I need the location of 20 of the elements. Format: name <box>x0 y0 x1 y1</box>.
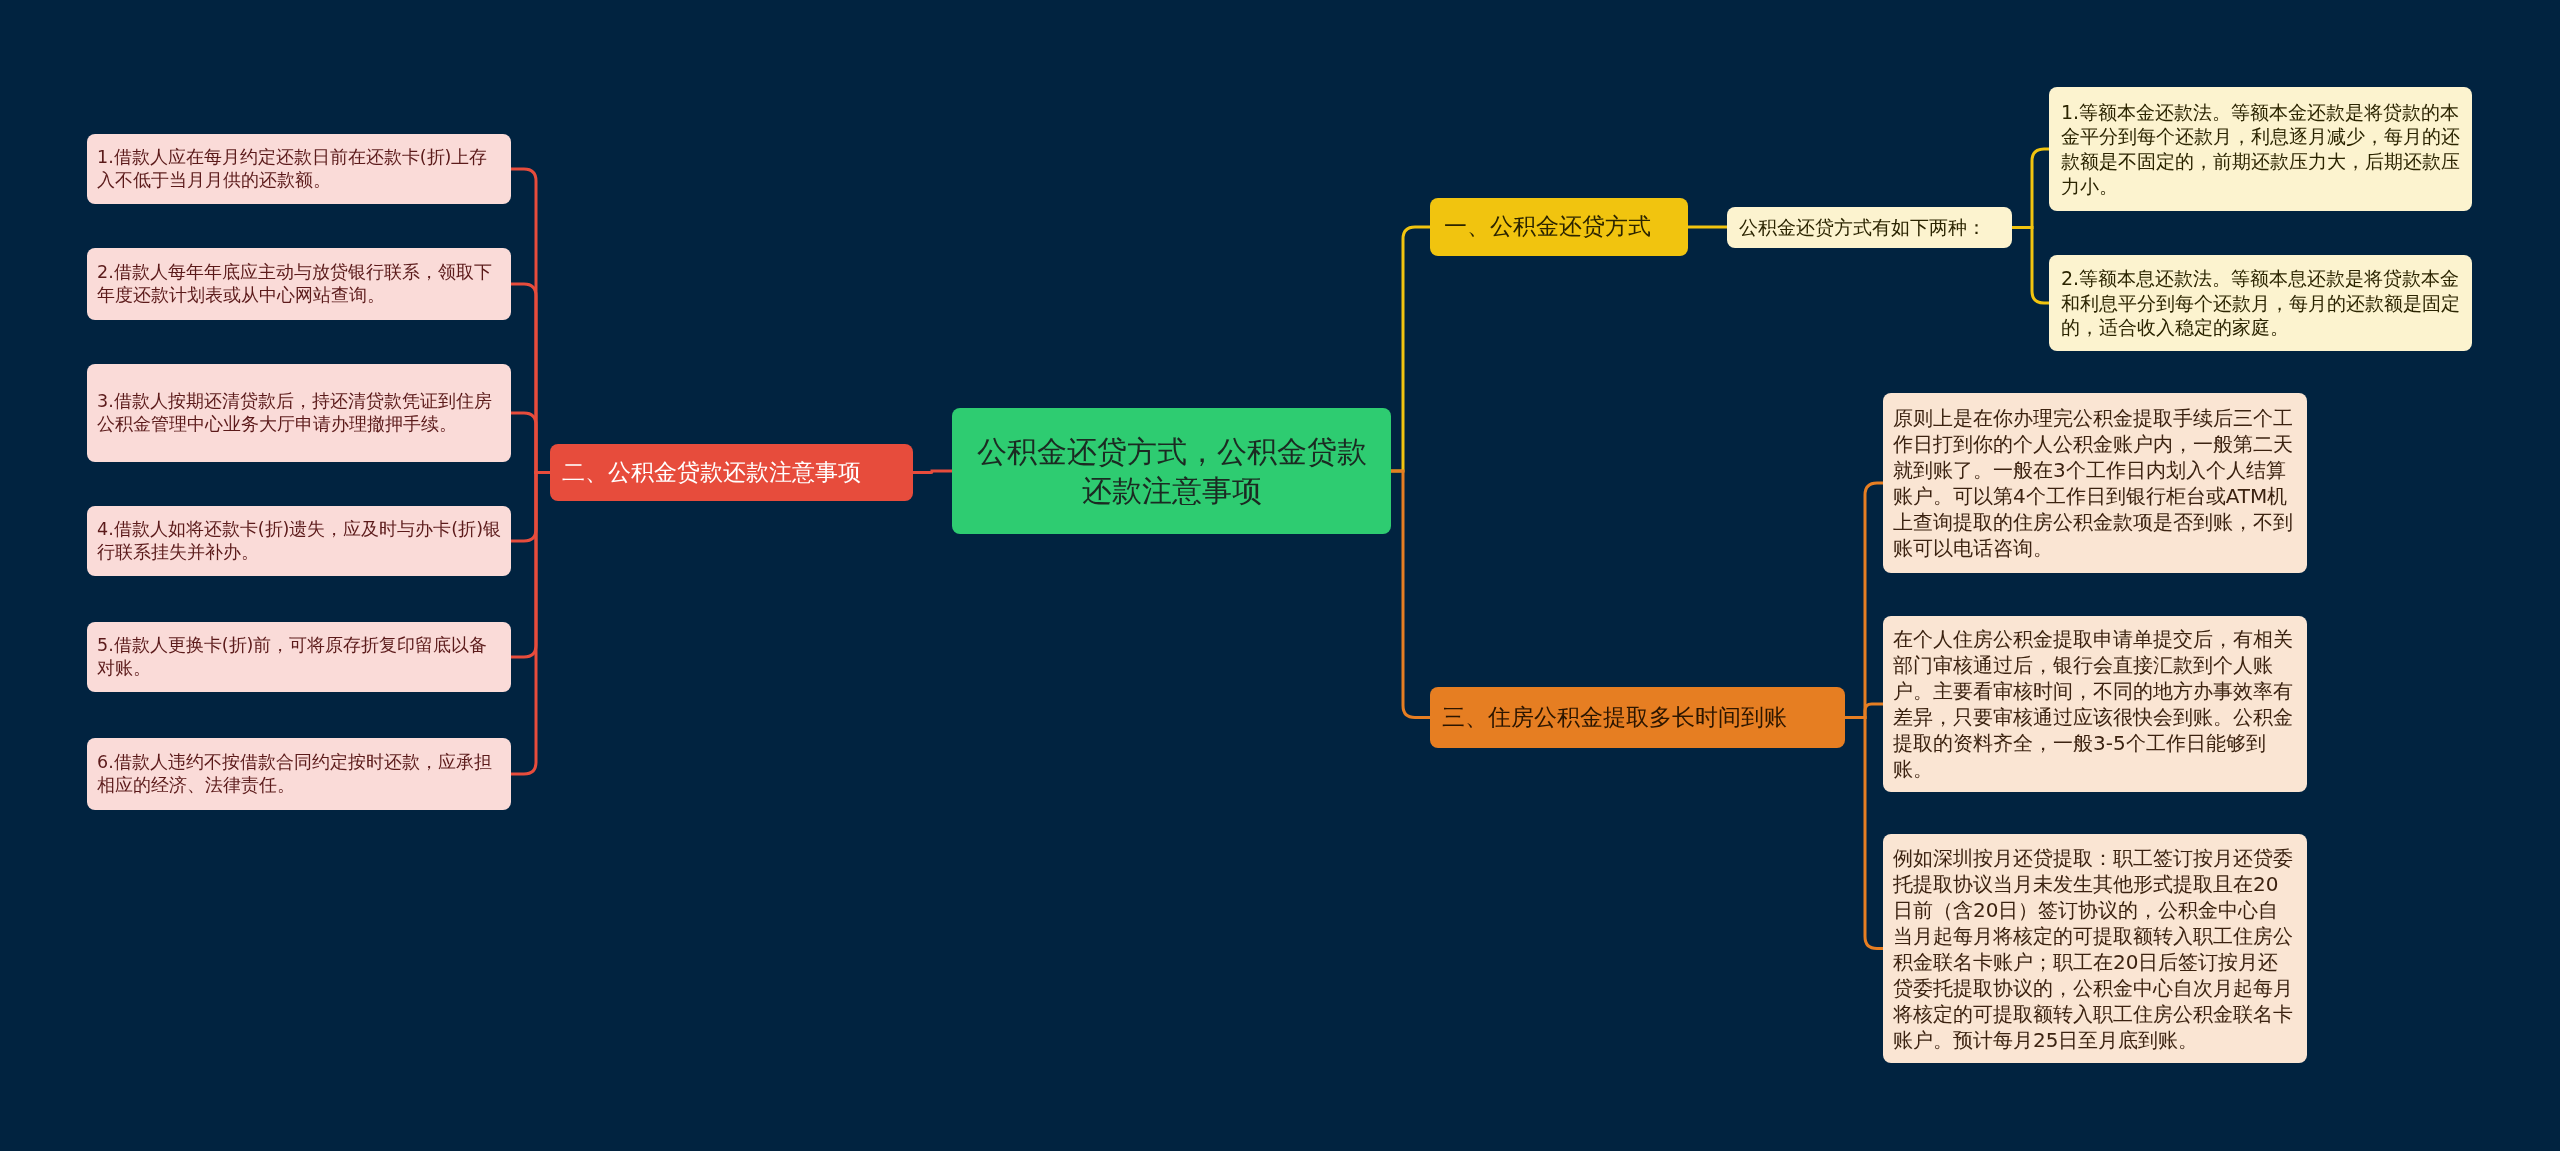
branch-box: 二、公积金贷款还款注意事项 <box>550 444 913 501</box>
connector-line <box>913 469 952 474</box>
note-box: 2.等额本息还款法。等额本息还款是将贷款本金和利息平分到每个还款月，每月的还款额是固定的，适合收入稳定的家庭。 <box>2049 255 2472 351</box>
note-box: 原则上是在你办理完公积金提取手续后三个工作日打到你的个人公积金账户内，一般第二天就到账了。一般在3个工作日内划入个人结算账户。可以第4个工作日到银行柜台或ATM机上查询提取的住房公积金款项是否到账，不到账可以电话咨询。 <box>1883 393 2307 573</box>
note-box: 例如深圳按月还贷提取：职工签订按月还贷委托提取协议当月未发生其他形式提取且在20日前（含20日）签订协议的，公积金中心自当月起每月将核定的可提取额转入职工住房公积金联名卡账户；职工在20日后签订按月还贷委托提取协议的，公积金中心自次月起每月将核定的可提取额转入职工住房公积金联名卡账户。预计每月25日至月底到账。 <box>1883 834 2307 1063</box>
branch-box: 一、公积金还贷方式 <box>1430 198 1688 256</box>
note-box: 1.等额本金还款法。等额本金还款是将贷款的本金平分到每个还款月，利息逐月减少，每月的还款额是不固定的，前期还款压力大，后期还款压力小。 <box>2049 87 2472 211</box>
note-box: 6.借款人违约不按借款合同约定按时还款，应承担相应的经济、法律责任。 <box>87 738 511 810</box>
note-box: 1.借款人应在每月约定还款日前在还款卡(折)上存入不低于当月月供的还款额。 <box>87 134 511 204</box>
connector-line <box>1688 225 1727 229</box>
note-box: 5.借款人更换卡(折)前，可将原存折复印留底以备对账。 <box>87 622 511 692</box>
connector-line <box>1391 469 1430 719</box>
note-box: 2.借款人每年年底应主动与放贷银行联系，领取下年度还款计划表或从中心网站查询。 <box>87 248 511 320</box>
note-box: 在个人住房公积金提取申请单提交后，有相关部门审核通过后，银行会直接汇款到个人账户。主要看审核时间，不同的地方办事效率有差异，只要审核通过应该很快会到账。公积金提取的资料齐全，一般3-5个工作日能够到账。 <box>1883 616 2307 792</box>
central-topic-box: 公积金还贷方式，公积金贷款还款注意事项 <box>952 408 1391 534</box>
connector-line <box>511 471 550 776</box>
branch-box: 三、住房公积金提取多长时间到账 <box>1430 687 1845 748</box>
note-box: 4.借款人如将还款卡(折)遗失，应及时与办卡(折)银行联系挂失并补办。 <box>87 506 511 576</box>
subtopic-box: 公积金还贷方式有如下两种： <box>1727 207 2012 248</box>
note-box: 3.借款人按期还清贷款后，持还清贷款凭证到住房公积金管理中心业务大厅申请办理撤押手续。 <box>87 364 511 462</box>
